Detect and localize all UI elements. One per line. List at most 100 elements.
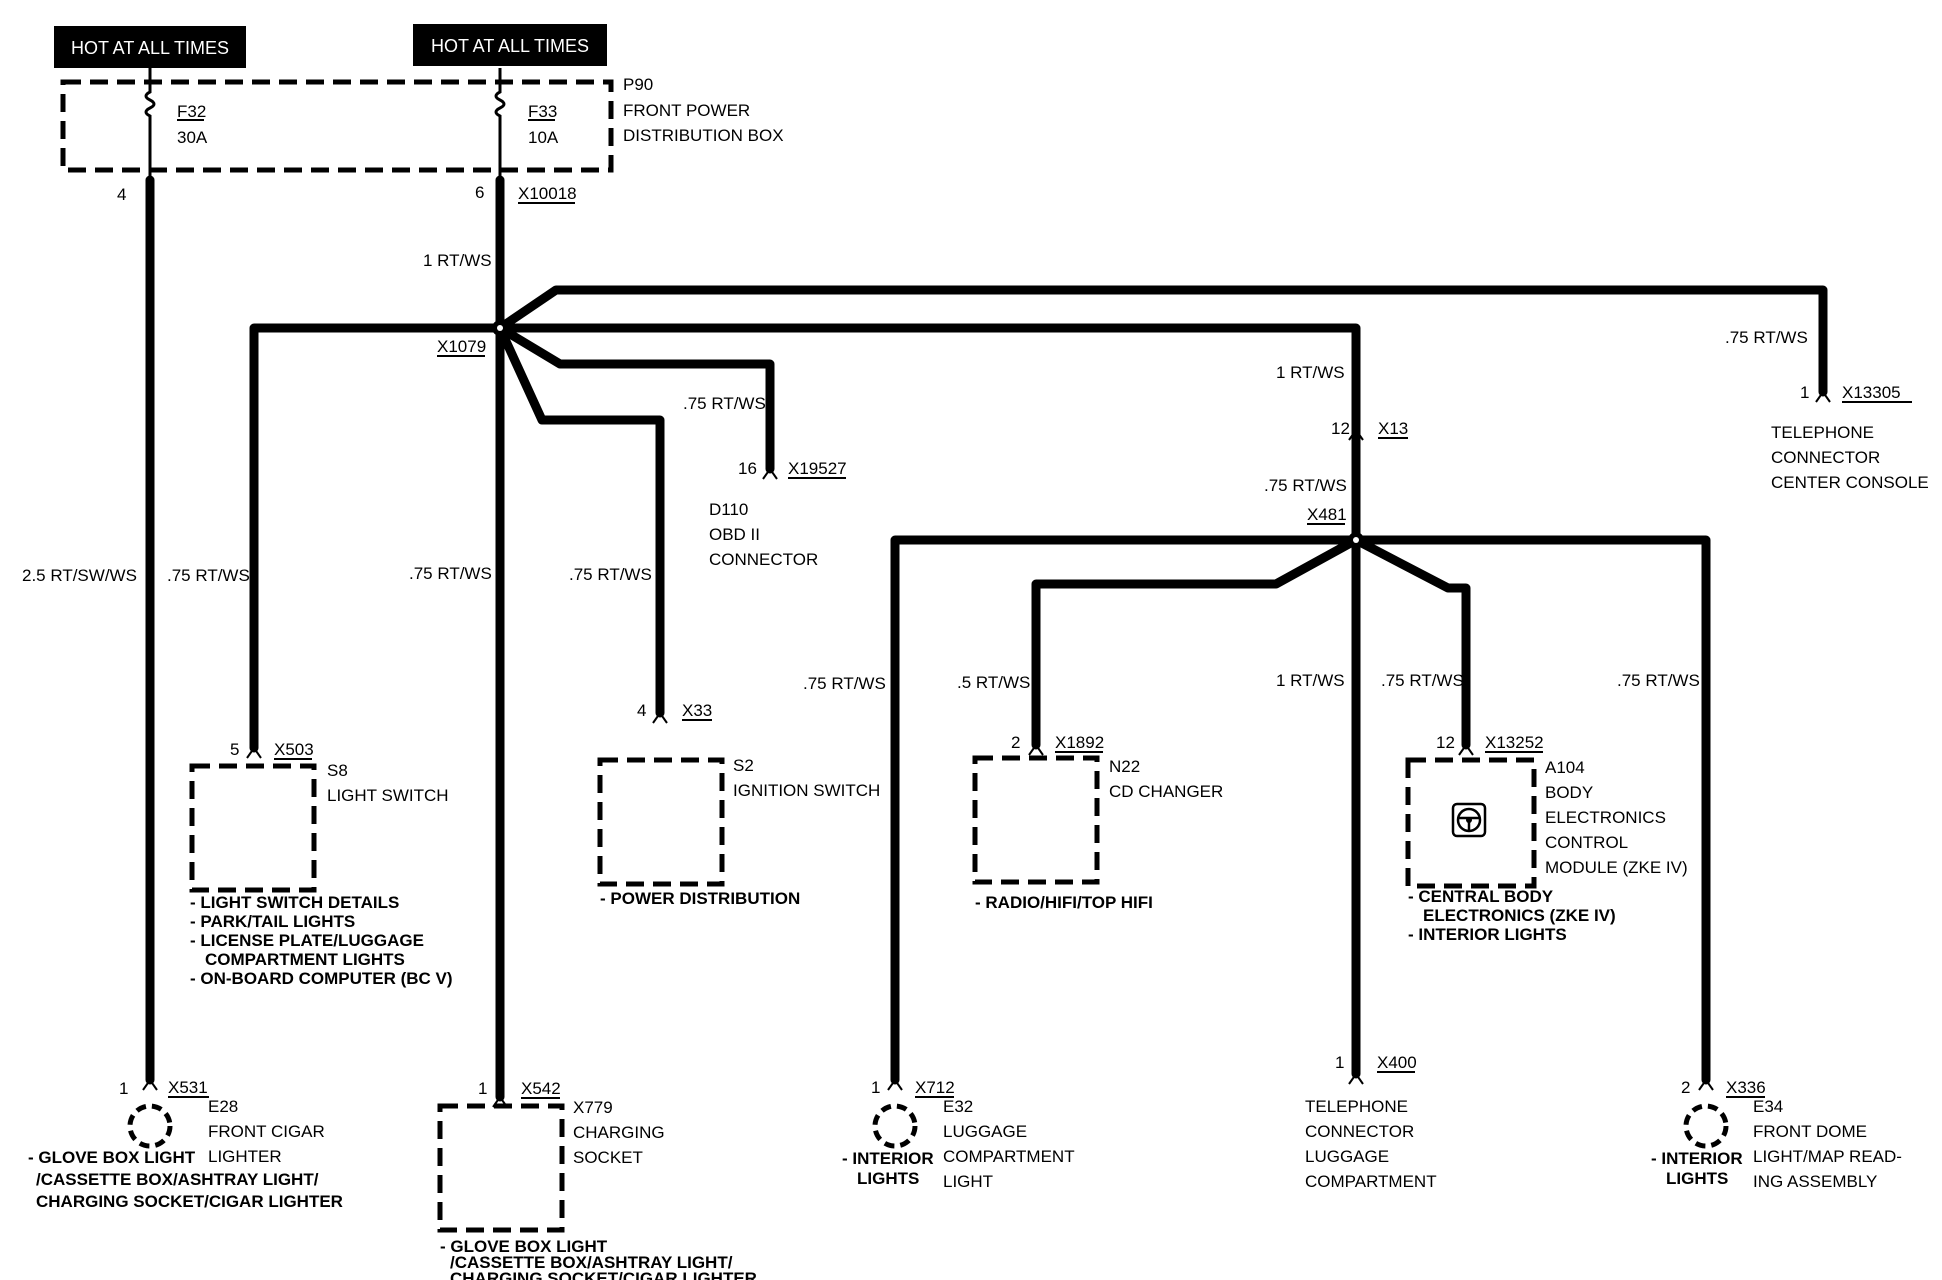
wire-to-zke [1351,535,1471,750]
e28-line-2: LIGHTER [208,1147,282,1166]
svg-text:X400: X400 [1377,1053,1417,1072]
note-x779-2: /CASSETTE BOX/ASHTRAY LIGHT/ [450,1253,733,1272]
note-e32-2: LIGHTS [857,1169,919,1188]
fuse-box-name-1: FRONT POWER [623,101,750,120]
wire-label-ignition: .75 RT/WS [569,565,652,584]
e34-line-3: ING ASSEMBLY [1753,1172,1877,1191]
svg-text:4: 4 [637,701,646,720]
svg-text:2: 2 [1681,1078,1690,1097]
wire-label-charging: .75 RT/WS [409,564,492,583]
svg-text:16: 16 [738,459,757,478]
splice-x1079-label: X1079 [437,337,486,356]
note-s8-3: - LICENSE PLATE/LUGGAGE [190,931,424,950]
fuse-box-name-2: DISTRIBUTION BOX [623,126,784,145]
wire-to-dome-light [1351,535,1711,1085]
connector-x531: 1 X531 [119,1078,209,1098]
note-s2-1: - POWER DISTRIBUTION [600,889,800,908]
e32-line-1: LUGGAGE [943,1122,1027,1141]
dome-light-bulb-icon [1683,1103,1729,1149]
note-a104-1: - CENTRAL BODY [1408,887,1554,906]
a104-line-3: CONTROL [1545,833,1628,852]
svg-text:X542: X542 [521,1079,561,1098]
s8-line-1: LIGHT SWITCH [327,786,449,805]
wire-label-dome: .75 RT/WS [1617,671,1700,690]
telephone-luggage-line-1: TELEPHONE [1305,1097,1408,1116]
wire-label-x13: 1 RT/WS [1276,363,1345,382]
svg-text:12: 12 [1331,419,1350,438]
svg-text:X19527: X19527 [788,459,847,478]
fuse-f33-symbol [494,68,506,196]
e34-line-2: LIGHT/MAP READ- [1753,1147,1902,1166]
note-s8-2: - PARK/TAIL LIGHTS [190,912,355,931]
s2-line-1: IGNITION SWITCH [733,781,880,800]
fuse-f32-pin: 4 [117,185,126,204]
x779-line-1: CHARGING [573,1123,665,1142]
telephone-console-line-3: CENTER CONSOLE [1771,473,1929,492]
a104-line-1: BODY [1545,783,1593,802]
note-e32-1: - INTERIOR [842,1149,934,1168]
fuse-f33-id: F33 [528,102,557,121]
svg-text:X1892: X1892 [1055,733,1104,752]
svg-text:X13305: X13305 [1842,383,1901,402]
a104-id: A104 [1545,758,1585,777]
s8-id: S8 [327,761,348,780]
note-x779-3: CHARGING SOCKET/CIGAR LIGHTER [450,1269,757,1280]
note-n22-1: - RADIO/HIFI/TOP HIFI [975,893,1153,912]
connector-x33: 4 X33 [637,701,712,724]
wire-to-luggage-light [890,535,1361,1085]
d110-line-1: OBD II [709,525,760,544]
telephone-luggage-line-4: COMPARTMENT [1305,1172,1437,1191]
connector-x336: 2 X336 [1681,1078,1766,1098]
connector-x542: 1 X542 [478,1079,561,1108]
connector-x400: 1 X400 [1335,1053,1417,1085]
hot-badge-right [413,24,607,66]
wire-label-cd-changer: .5 RT/WS [957,673,1030,692]
zke-module-box [1405,757,1537,889]
e32-id: E32 [943,1097,973,1116]
a104-line-4: MODULE (ZKE IV) [1545,858,1688,877]
svg-text:1: 1 [478,1079,487,1098]
svg-text:X33: X33 [682,701,712,720]
fuse-f32-id: F32 [177,102,206,121]
luggage-light-bulb-icon [872,1103,918,1149]
e32-line-2: COMPARTMENT [943,1147,1075,1166]
zke-steering-wheel-icon [1451,802,1487,838]
note-a104-2: ELECTRONICS (ZKE IV) [1423,906,1616,925]
note-a104-3: - INTERIOR LIGHTS [1408,925,1567,944]
d110-line-2: CONNECTOR [709,550,818,569]
wire-to-cd-changer [1031,535,1361,750]
splice-x481-label: X481 [1307,505,1347,524]
note-e34-1: - INTERIOR [1651,1149,1743,1168]
telephone-luggage-line-3: LUGGAGE [1305,1147,1389,1166]
note-e28-1: - GLOVE BOX LIGHT [28,1148,196,1167]
x779-line-2: SOCKET [573,1148,643,1167]
e34-id: E34 [1753,1097,1783,1116]
connector-x13: 12 X13 [1331,419,1408,441]
svg-text:X336: X336 [1726,1078,1766,1097]
wire-to-x13 [495,323,1361,445]
svg-text:2: 2 [1011,733,1020,752]
fuse-box-connector: X10018 [518,184,577,203]
svg-text:1: 1 [119,1079,128,1098]
fuse-f32-rating: 30A [177,128,208,147]
light-switch-box [189,763,317,893]
wire-label-luggage-light: .75 RT/WS [803,674,886,693]
note-x779-1: - GLOVE BOX LIGHT [440,1237,608,1256]
cd-changer-box [972,755,1100,885]
wire-to-telephone-console [495,285,1828,397]
note-s8-1: - LIGHT SWITCH DETAILS [190,893,399,912]
hot-badge-left-text: HOT AT ALL TIMES [71,38,229,58]
e28-line-1: FRONT CIGAR [208,1122,325,1141]
connector-x19527: 16 X19527 [738,459,847,480]
connector-x13305: 1 X13305 [1800,383,1912,403]
wire-label-light-switch: .75 RT/WS [167,566,250,585]
wire-label-obd: .75 RT/WS [683,394,766,413]
fuse-box-id: P90 [623,75,653,94]
svg-text:12: 12 [1436,733,1455,752]
connector-x13252: 12 X13252 [1436,733,1544,756]
svg-text:X13: X13 [1378,419,1408,438]
svg-text:1: 1 [1335,1053,1344,1072]
hot-badge-left [54,26,246,68]
svg-text:X712: X712 [915,1078,955,1097]
